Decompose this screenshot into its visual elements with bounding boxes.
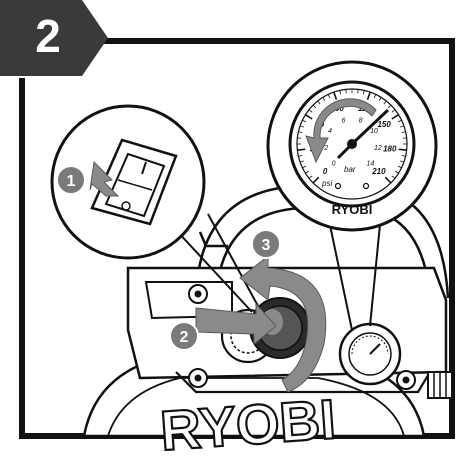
gauge-bar-label: 0 bbox=[332, 160, 336, 167]
gauge-needle bbox=[336, 108, 390, 160]
gauge-tick bbox=[366, 91, 371, 100]
gauge-tick bbox=[362, 90, 365, 95]
callout-1: 1 bbox=[56, 165, 86, 195]
gauge-tick bbox=[373, 94, 377, 99]
gauge-psi-label: 180 bbox=[383, 144, 397, 153]
rocker-switch bbox=[90, 138, 178, 226]
gauge-bar-unit: bar bbox=[344, 165, 356, 174]
press-arrow-icon bbox=[89, 160, 120, 197]
compressor-tank: RYOBI bbox=[82, 354, 426, 458]
gauge-tick bbox=[302, 165, 307, 169]
switch-on-mark bbox=[141, 161, 147, 175]
gauge-tick bbox=[308, 175, 313, 179]
gauge-tick bbox=[299, 125, 304, 128]
gauge-tick bbox=[333, 91, 338, 100]
gauge-tick bbox=[298, 131, 303, 134]
callout-2: 2 bbox=[169, 321, 199, 351]
gauge-tick bbox=[398, 148, 407, 151]
gauge-tick bbox=[308, 109, 313, 113]
gauge-tick bbox=[339, 90, 342, 95]
gauge-tick bbox=[312, 104, 317, 109]
callout-3-number: 3 bbox=[262, 237, 271, 254]
gauge-tick bbox=[299, 160, 304, 163]
gauge-tick bbox=[298, 154, 303, 157]
gauge-tick bbox=[391, 109, 396, 113]
gauge-tick bbox=[387, 104, 392, 109]
push-knob-arrow-icon bbox=[195, 302, 277, 346]
gauge-tick bbox=[302, 119, 307, 123]
panel-bolts bbox=[188, 284, 416, 390]
gauge-bar-label: 8 bbox=[359, 117, 363, 124]
gauge-tick bbox=[401, 131, 406, 134]
gauge-tick bbox=[305, 114, 313, 120]
gauge-bar-label: 6 bbox=[341, 117, 345, 124]
step-tab bbox=[0, 0, 108, 76]
callout-2-number: 2 bbox=[180, 329, 189, 346]
gauge-tick bbox=[391, 114, 399, 120]
regulator-knob bbox=[249, 297, 311, 359]
gauge-turn-arrow-icon bbox=[305, 98, 377, 164]
gauge-psi-label: 150 bbox=[377, 120, 391, 129]
gauge-tick bbox=[297, 148, 306, 151]
gauge-bar-label: 14 bbox=[366, 160, 374, 167]
gauge-tick bbox=[401, 154, 406, 157]
gauge-psi-label: 210 bbox=[371, 167, 386, 176]
step-number: 2 bbox=[35, 10, 61, 62]
gauge-tick bbox=[327, 94, 331, 99]
gauge-tick bbox=[383, 100, 387, 105]
gauge-tick bbox=[397, 119, 402, 123]
gauge-tick bbox=[378, 97, 382, 102]
gauge-ticks bbox=[297, 89, 407, 184]
gauge-psi-unit: psi bbox=[321, 179, 332, 188]
gauge-tick bbox=[394, 170, 399, 174]
gauge-tick bbox=[305, 170, 310, 174]
gauge-bar-label: 12 bbox=[374, 145, 382, 152]
gauge-screw-left bbox=[334, 182, 342, 190]
gauge-tick bbox=[317, 100, 321, 105]
gauge-tick bbox=[322, 97, 326, 102]
gauge-tick bbox=[400, 125, 405, 128]
gauge-brand-text: RYOBI bbox=[332, 202, 373, 217]
switch-off-mark bbox=[121, 201, 131, 211]
gauge-tick bbox=[384, 176, 392, 184]
gauge-bar-label: 2 bbox=[323, 145, 328, 152]
gauge-tick bbox=[400, 160, 405, 163]
gauge-bar-label: 10 bbox=[370, 128, 378, 135]
gauge-psi-label: 0 bbox=[323, 167, 328, 176]
quick-coupler bbox=[427, 371, 453, 399]
turn-knob-arrow-icon bbox=[239, 254, 327, 393]
gauge-bar-label: 4 bbox=[328, 128, 332, 135]
callout-3: 3 bbox=[251, 229, 281, 259]
gauge-screw-right bbox=[362, 182, 370, 190]
gauge-tick bbox=[391, 175, 396, 179]
gauge-tick bbox=[397, 165, 402, 169]
gauge-tick bbox=[312, 176, 320, 184]
frame-border bbox=[19, 38, 455, 439]
tank-brand-text: RYOBI bbox=[158, 387, 337, 458]
callout-1-number: 1 bbox=[67, 173, 76, 190]
